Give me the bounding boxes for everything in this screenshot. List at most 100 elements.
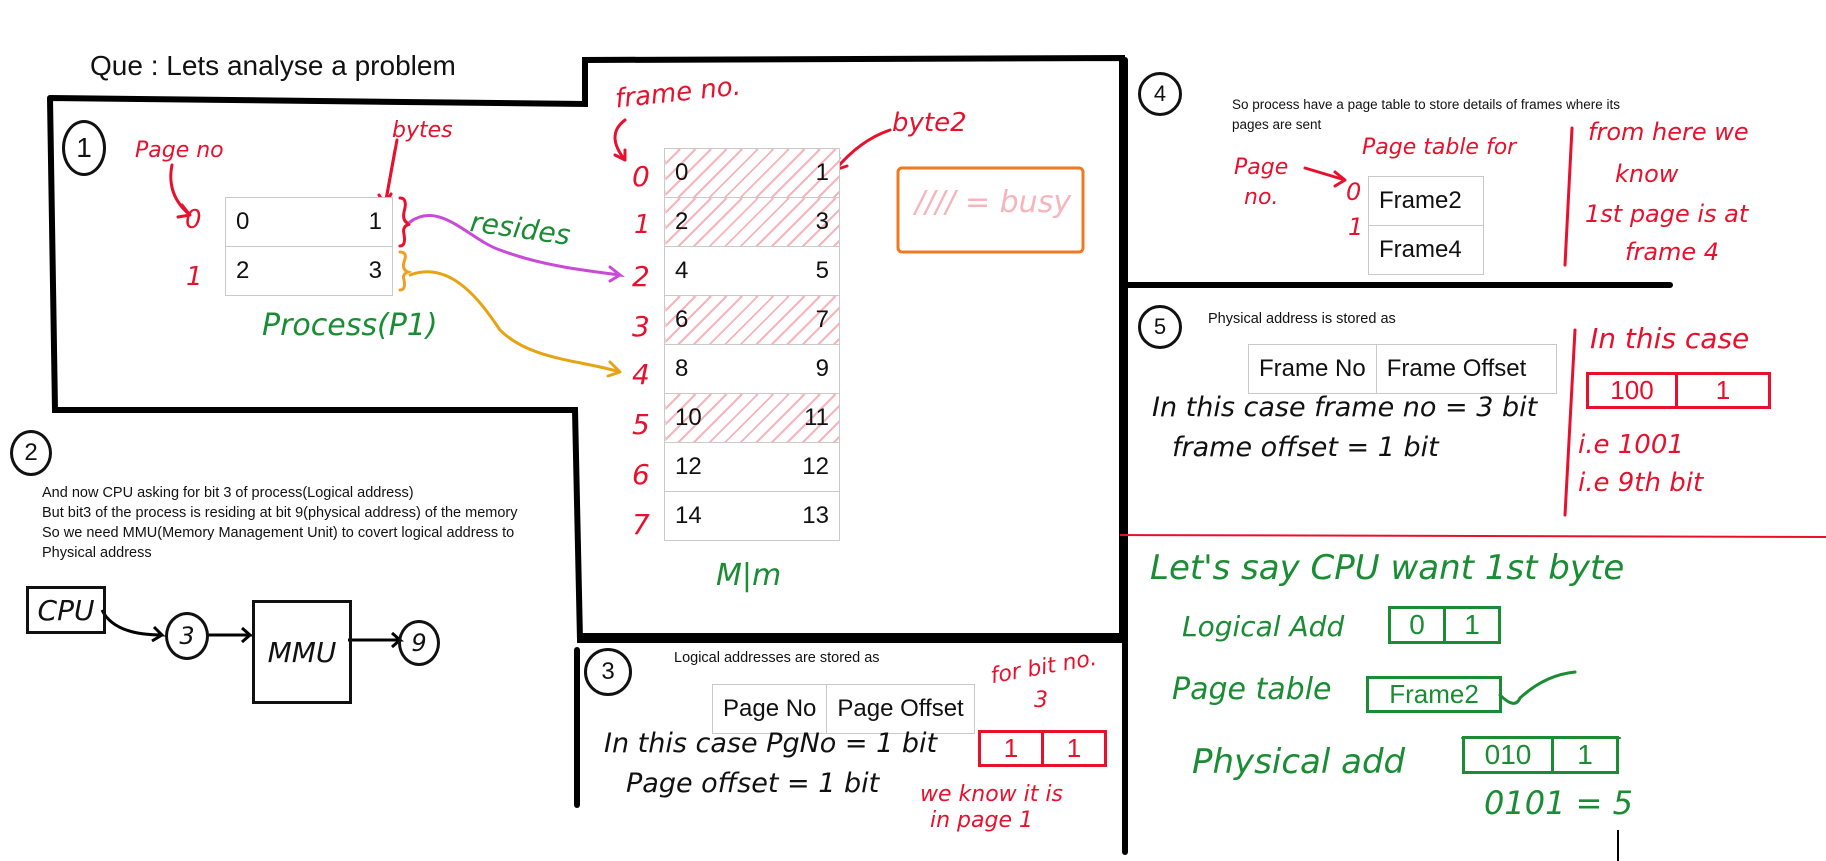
- frame-no-bits-text: In this case frame no = 3 bit: [1152, 392, 1538, 423]
- frame-index: 1: [634, 210, 651, 240]
- page-table-label: Page table for: [1362, 135, 1517, 160]
- bit-cell: 1: [1464, 609, 1480, 640]
- frame-index: 5: [632, 408, 650, 441]
- physical-bits-box: 100 1: [1586, 372, 1771, 409]
- frame-index: 4: [632, 358, 650, 391]
- for-bit-num: 3: [1034, 688, 1048, 713]
- pt-index: 0: [1346, 178, 1362, 206]
- step-2-marker: 2: [10, 430, 52, 476]
- memory-byte: 0: [675, 159, 689, 186]
- cpu-box: CPU: [26, 586, 106, 634]
- logical-add-bits: 0 1: [1388, 606, 1501, 644]
- memory-byte: 11: [804, 404, 829, 431]
- page-table: Frame2 Frame4: [1368, 176, 1484, 275]
- memory-byte: 13: [802, 502, 829, 529]
- in-this-case-label: In this case: [1590, 322, 1750, 355]
- bytes-label: bytes: [392, 118, 453, 143]
- section4-caption: So process have a page table to store de…: [1232, 95, 1620, 135]
- physical-result: 0101 = 5: [1484, 784, 1633, 822]
- frame-index: 0: [632, 160, 650, 193]
- step-3-marker: 3: [584, 648, 632, 696]
- memory-label: M|m: [716, 558, 782, 593]
- note-line: 1st page is at: [1585, 200, 1749, 228]
- page-index-1: 1: [186, 262, 203, 292]
- section3-caption: Logical addresses are stored as: [674, 650, 880, 666]
- note-line: frame 4: [1625, 238, 1720, 266]
- divider-red-vertical-2: [1563, 328, 1577, 517]
- mmu-out-arrow: [348, 631, 404, 649]
- page-no-header: Page No: [711, 684, 828, 734]
- process-cell: 1: [309, 197, 393, 247]
- process-cell: 2: [225, 246, 309, 296]
- text-line: Physical address: [42, 545, 152, 561]
- logical-bits-box: 1 1: [978, 730, 1107, 767]
- logical-address-circle: 3: [165, 612, 209, 660]
- memory-byte: 2: [675, 208, 689, 235]
- process-cell: 0: [225, 197, 309, 247]
- step-4-marker: 4: [1138, 72, 1182, 116]
- frame-index: 3: [632, 310, 650, 343]
- reside-arrow-2: [408, 270, 622, 378]
- mmu-box: MMU: [252, 600, 352, 704]
- caption-line: pages are sent: [1232, 117, 1322, 132]
- memory-cell: 12 12: [664, 442, 840, 492]
- memory-row: 14 13: [664, 491, 840, 541]
- check-mark: [1498, 670, 1577, 705]
- frame-no-header: Frame No: [1248, 344, 1377, 394]
- bit-cell: 100: [1589, 375, 1678, 406]
- frame-cell: Frame2: [1368, 176, 1484, 226]
- logical-add-label: Logical Add: [1182, 610, 1345, 643]
- bit-cell: 1: [1577, 739, 1593, 770]
- memory-byte: 10: [675, 404, 702, 431]
- memory-byte: 12: [675, 453, 702, 480]
- memory-byte: 12: [802, 453, 829, 480]
- frame-cell: Frame4: [1368, 225, 1484, 275]
- byte2-label: byte2: [892, 108, 967, 138]
- section2-text: And now CPU asking for bit 3 of process(…: [42, 483, 552, 563]
- page-offset-bits-text: Page offset = 1 bit: [626, 768, 880, 799]
- memory-byte: 3: [815, 208, 829, 235]
- frame-offset-bits-text: frame offset = 1 bit: [1172, 432, 1439, 463]
- mmu-in-arrow: [206, 626, 254, 644]
- ie-line-2: i.e 9th bit: [1578, 468, 1704, 498]
- process-label: Process(P1): [262, 308, 438, 343]
- bit-cell: 0: [1391, 609, 1446, 641]
- frame-index: 6: [632, 458, 650, 491]
- memory-byte: 14: [675, 502, 702, 529]
- page-no-label: Page no: [135, 138, 224, 163]
- memory-byte: 7: [815, 306, 829, 333]
- page-table-value-box: Frame2: [1366, 676, 1502, 713]
- text-line: So we need MMU(Memory Management Unit) t…: [42, 525, 515, 541]
- memory-byte: 4: [675, 257, 689, 284]
- page-table-arrow: [1303, 166, 1347, 188]
- frame-index: 7: [632, 508, 650, 541]
- page-index-0: 0: [185, 205, 202, 235]
- physical-address-circle: 9: [398, 620, 440, 666]
- red-divider: [1119, 534, 1826, 538]
- page-no-arrow: [169, 163, 192, 219]
- memory-byte: 8: [675, 355, 689, 382]
- text-line: And now CPU asking for bit 3 of process(…: [42, 485, 414, 501]
- page-no-label-2: no.: [1244, 185, 1279, 210]
- frame-index: 2: [632, 260, 650, 293]
- bit-cell: 1: [1066, 733, 1082, 763]
- step-5-marker: 5: [1138, 305, 1182, 349]
- divider-red-vertical: [1563, 126, 1574, 267]
- memory-cell: 10 11: [664, 393, 840, 443]
- memory-byte: 9: [815, 355, 829, 382]
- memory-byte: 6: [675, 306, 689, 333]
- frame-offset-header: Frame Offset: [1375, 344, 1558, 394]
- caption-line: So process have a page table to store de…: [1232, 97, 1620, 112]
